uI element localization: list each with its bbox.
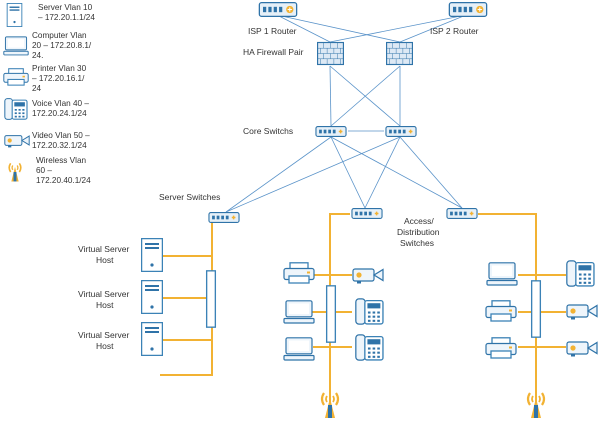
left-printer-icon[interactable] — [283, 262, 315, 284]
firewall-label: HA Firewall Pair — [243, 47, 304, 57]
left-phone-1-icon[interactable] — [355, 298, 384, 325]
vhost-3-label-line-1: Virtual Server — [78, 330, 130, 340]
legend-printer-line-2: – 172.20.16.1/ — [32, 74, 85, 83]
server-icon — [6, 3, 23, 27]
phone-icon — [4, 98, 28, 120]
access-switch-1-icon[interactable] — [351, 208, 383, 219]
legend: Server Vlan 10 – 172.20.1.1/24 Computer … — [3, 3, 95, 185]
isp1-router-icon[interactable] — [258, 2, 298, 17]
legend-video-line-2: 172.20.32.1/24 — [32, 141, 87, 150]
isp1-router-label: ISP 1 Router — [248, 26, 297, 36]
server-switch-icon[interactable] — [208, 212, 240, 223]
virtual-server-2-icon[interactable] — [141, 280, 163, 314]
server-host-bus — [205, 270, 217, 328]
server-switches-label: Server Switches — [159, 192, 220, 202]
wireless-ap-icon — [8, 162, 22, 183]
virtual-server-1-icon[interactable] — [141, 238, 163, 272]
legend-item-video: Video Vlan 50 – 172.20.32.1/24 — [4, 131, 90, 150]
firewall-2-icon[interactable] — [386, 41, 413, 66]
core-switches-label: Core Switchs — [243, 126, 293, 136]
core-switch-2-icon[interactable] — [385, 126, 417, 137]
left-phone-2-icon[interactable] — [355, 334, 384, 361]
legend-wireless-line-2: 60 – — [36, 166, 52, 175]
virtual-server-3-icon[interactable] — [141, 322, 163, 356]
legend-computer-line-1: Computer Vlan — [32, 31, 87, 40]
legend-item-server: Server Vlan 10 – 172.20.1.1/24 — [6, 3, 95, 27]
legend-printer-line-1: Printer Vlan 30 — [32, 64, 87, 73]
legend-wireless-line-1: Wireless Vlan — [36, 156, 86, 165]
vhost-2-label-line-1: Virtual Server — [78, 289, 130, 299]
legend-item-voice: Voice Vlan 40 – 172.20.24.1/24 — [4, 98, 89, 120]
access-label-line-3: Switches — [400, 238, 434, 248]
video-camera-icon — [4, 135, 30, 148]
vhost-1-label-line-2: Host — [96, 255, 114, 265]
legend-video-line-1: Video Vlan 50 – — [32, 131, 90, 140]
legend-printer-line-3: 24 — [32, 84, 42, 93]
vhost-2-label-line-2: Host — [96, 300, 114, 310]
legend-computer-line-3: 24. — [32, 51, 43, 60]
firewall-1-icon[interactable] — [317, 41, 344, 66]
legend-item-computer: Computer Vlan 20 – 172.20.8.1/ 24. — [3, 31, 92, 60]
left-access-bus — [325, 285, 337, 343]
legend-computer-line-2: 20 – 172.20.8.1/ — [32, 41, 92, 50]
left-computer-1-icon[interactable] — [283, 300, 315, 324]
right-phone-icon[interactable] — [566, 260, 595, 287]
left-camera-icon[interactable] — [352, 268, 384, 284]
computer-icon — [3, 36, 29, 56]
vhost-3-label-line-2: Host — [96, 341, 114, 351]
right-camera-1-icon[interactable] — [566, 304, 598, 320]
left-computer-2-icon[interactable] — [283, 337, 315, 361]
right-printer-2-icon[interactable] — [485, 337, 517, 359]
legend-voice-line-2: 172.20.24.1/24 — [32, 109, 87, 118]
right-computer-1-icon[interactable] — [486, 262, 518, 286]
access-switch-2-icon[interactable] — [446, 208, 478, 219]
isp2-router-icon[interactable] — [448, 2, 488, 17]
core-switch-1-icon[interactable] — [315, 126, 347, 137]
right-printer-1-icon[interactable] — [485, 300, 517, 322]
legend-server-line-1: Server Vlan 10 — [38, 3, 93, 12]
legend-server-line-2: – 172.20.1.1/24 — [38, 13, 95, 22]
isp2-router-label: ISP 2 Router — [430, 26, 479, 36]
legend-voice-line-1: Voice Vlan 40 – — [32, 99, 89, 108]
backbone-links — [225, 14, 467, 213]
right-access-bus — [530, 280, 542, 338]
legend-item-printer: Printer Vlan 30 – 172.20.16.1/ 24 — [3, 64, 87, 93]
right-camera-2-icon[interactable] — [566, 341, 598, 357]
access-label-line-1: Access/ — [404, 216, 434, 226]
printer-icon — [3, 68, 29, 86]
legend-item-wireless: Wireless Vlan 60 – 172.20.40.1/24 — [8, 156, 91, 185]
vhost-1-label-line-1: Virtual Server — [78, 244, 130, 254]
legend-wireless-line-3: 172.20.40.1/24 — [36, 176, 91, 185]
access-label-line-2: Distribution — [397, 227, 440, 237]
